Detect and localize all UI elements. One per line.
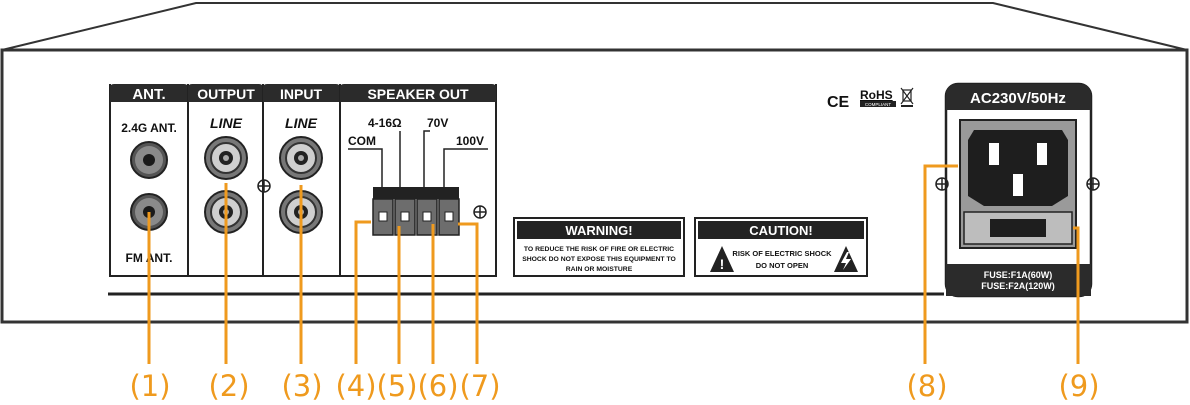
caution-line-1: RISK OF ELECTRIC SHOCK bbox=[732, 249, 832, 258]
terminal-ohm-label: 4-16Ω bbox=[368, 116, 402, 130]
callout-4: (4) bbox=[335, 369, 376, 403]
speaker-ground-icon bbox=[473, 205, 487, 219]
callout-3: (3) bbox=[281, 369, 322, 403]
ac-ground-screw-right bbox=[1086, 177, 1100, 191]
caution-line-2: DO NOT OPEN bbox=[756, 261, 809, 270]
callout-8: (8) bbox=[906, 369, 947, 403]
antenna-2g4-jack[interactable] bbox=[130, 141, 168, 179]
rohs-compliant-text: COMPLIANT bbox=[865, 102, 892, 107]
terminal-com-label: COM bbox=[348, 134, 376, 148]
ac-power-module: AC230V/50Hz FUSE:F1A(60W) FUSE:F2A(120W) bbox=[935, 82, 1100, 298]
callout-9: (9) bbox=[1058, 369, 1099, 403]
lightning-warning-icon bbox=[834, 246, 858, 272]
speaker-terminal-100v[interactable] bbox=[438, 198, 460, 236]
input-title: INPUT bbox=[280, 86, 322, 102]
leader-4 bbox=[354, 220, 371, 364]
warning-label: WARNING! TO REDUCE THE RISK OF FIRE OR E… bbox=[513, 217, 685, 277]
ac-ground-screw-left bbox=[935, 177, 949, 191]
leader-7 bbox=[458, 222, 479, 364]
callout-6: (6) bbox=[417, 369, 458, 403]
output-title: OUTPUT bbox=[197, 86, 255, 102]
caution-label: CAUTION! ! RISK OF ELECTRIC SHOCK DO NOT… bbox=[694, 217, 868, 277]
fuse-holder[interactable] bbox=[963, 211, 1073, 245]
fuse-rating-1: FUSE:F1A(60W) bbox=[984, 270, 1053, 280]
terminal-70v-label: 70V bbox=[427, 116, 448, 130]
speaker-out-title: SPEAKER OUT bbox=[367, 86, 469, 102]
warning-line-3: RAIN OR MOISTURE bbox=[566, 266, 633, 273]
warning-line-2: SHOCK DO NOT EXPOSE THIS EQUIPMENT TO bbox=[522, 256, 676, 263]
callout-2: (2) bbox=[208, 369, 249, 403]
input-line-label: LINE bbox=[285, 115, 318, 131]
callout-numbers: (1) (2) (3) (4) (5) (6) (7) (8) (9) bbox=[129, 369, 1099, 403]
exclamation-warning-icon: ! bbox=[710, 246, 734, 272]
input-rca-top[interactable] bbox=[279, 136, 323, 180]
ant-section: ANT. 2.4G ANT. FM ANT. bbox=[109, 84, 189, 277]
terminal-100v-label: 100V bbox=[456, 134, 484, 148]
certification-marks: CE RoHS COMPLIANT bbox=[827, 87, 914, 111]
caution-title: CAUTION! bbox=[749, 223, 813, 238]
ant-title: ANT. bbox=[132, 86, 165, 103]
warning-line-1: TO REDUCE THE RISK OF FIRE OR ELECTRIC bbox=[524, 246, 674, 253]
ac-voltage-title: AC230V/50Hz bbox=[970, 90, 1066, 107]
callout-leader-lines bbox=[147, 164, 1080, 364]
output-line-label: LINE bbox=[210, 115, 243, 131]
weee-bin-icon bbox=[900, 87, 914, 107]
rohs-mark: RoHS bbox=[860, 88, 893, 102]
chassis-top bbox=[1, 1, 1188, 51]
fuse-rating-2: FUSE:F2A(120W) bbox=[981, 281, 1055, 291]
callout-5: (5) bbox=[376, 369, 417, 403]
speaker-terminal-com[interactable] bbox=[372, 198, 394, 236]
leader-8 bbox=[923, 164, 958, 364]
leader-9 bbox=[1073, 226, 1080, 364]
speaker-out-section: SPEAKER OUT COM 4-16Ω 70V 100V bbox=[339, 84, 497, 277]
output-rca-top[interactable] bbox=[204, 136, 248, 180]
svg-text:!: ! bbox=[720, 256, 725, 272]
warning-title: WARNING! bbox=[565, 223, 632, 238]
ant-2g4-label: 2.4G ANT. bbox=[121, 121, 177, 135]
ce-mark: CE bbox=[827, 94, 850, 111]
callout-1: (1) bbox=[129, 369, 170, 403]
callout-7: (7) bbox=[459, 369, 500, 403]
